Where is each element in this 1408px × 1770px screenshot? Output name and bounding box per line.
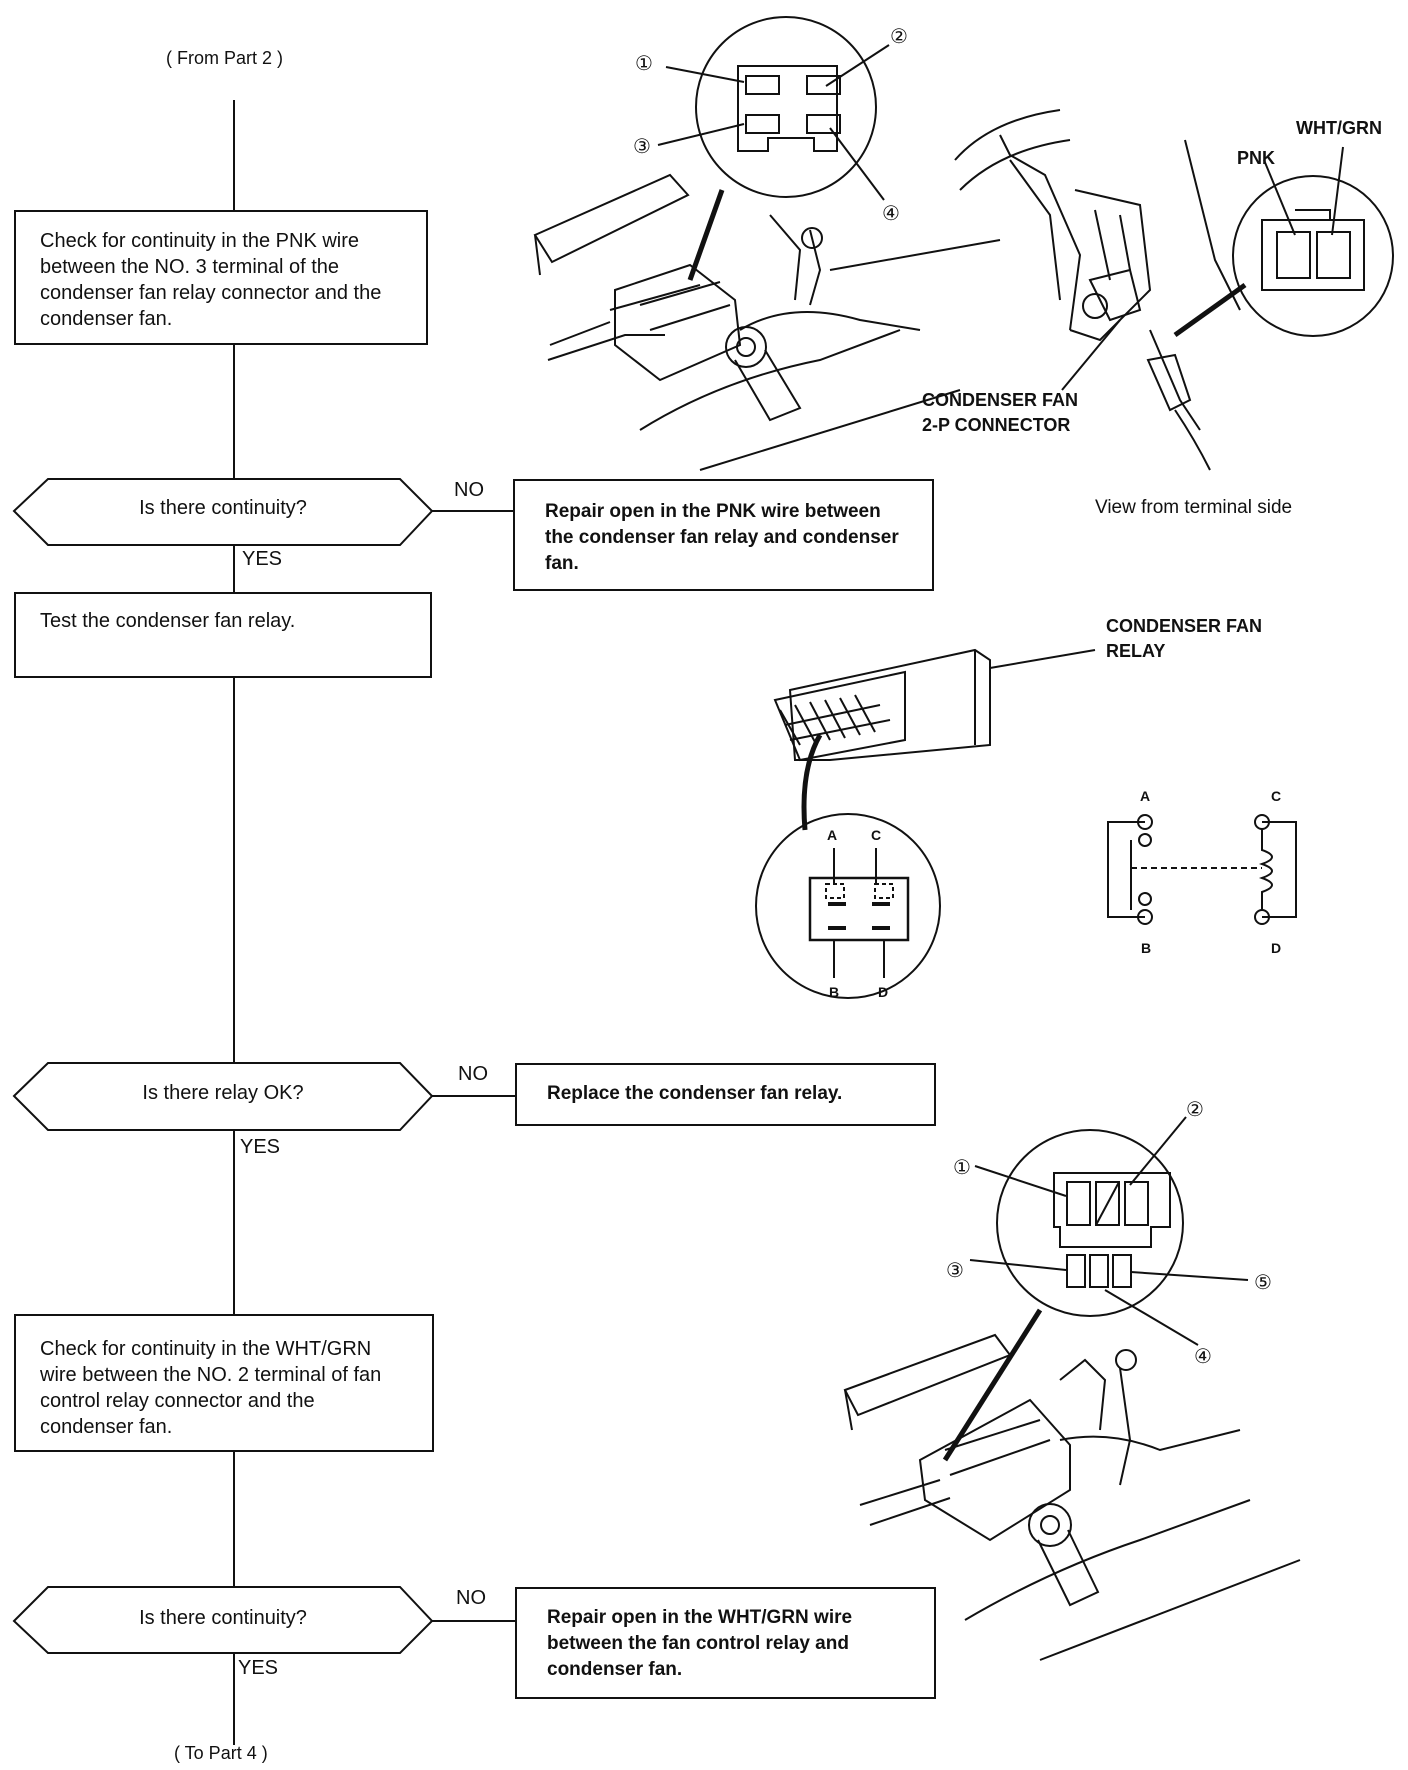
relay-terminal-c-label: C [871,827,882,843]
no-label-2: NO [458,1063,488,1085]
relay-terminal-a-label: A [827,827,838,843]
step-check-pnk-continuity: Check for continuity in the PNK wire bet… [14,210,428,345]
yes-label-1: YES [242,548,283,570]
condenser-fan-connector-label-1: CONDENSER FAN [922,390,1079,410]
yes-label-3: YES [238,1657,279,1679]
view-from-terminal-side: View from terminal side [1095,497,1293,518]
fig1-terminal-2-label: ② [890,26,908,48]
schematic-terminal-c-label: C [1271,788,1282,804]
fig4-terminal-3-label: ③ [946,1260,964,1282]
no-label-1: NO [454,479,484,501]
flow-connectors [233,100,515,1745]
no-label-3: NO [456,1587,486,1609]
yes-label-2: YES [240,1136,281,1158]
fig4-terminal-4-label: ④ [1194,1346,1212,1368]
fig1-terminal-1-label: ① [635,53,653,75]
step-test-relay: Test the condenser fan relay. [14,592,432,678]
result-repair-whtgrn: Repair open in the WHT/GRN wire between … [515,1587,936,1699]
condenser-fan-relay-label-2: RELAY [1106,641,1166,661]
figure-condenser-fan-relay [755,648,1297,999]
whtgrn-wire-label: WHT/GRN [1296,118,1382,138]
schematic-terminal-a-label: A [1140,788,1151,804]
figure-fan-control-connector [843,1116,1301,1661]
pnk-wire-label: PNK [1237,148,1276,168]
figure-condenser-fan-connector [954,109,1394,471]
result-repair-pnk: Repair open in the PNK wire between the … [513,479,934,591]
condenser-fan-connector-label-2: 2-P CONNECTOR [922,415,1071,435]
relay-terminal-b-label: B [829,984,840,1000]
to-part-label: ( To Part 4 ) [174,1743,268,1763]
fig4-terminal-2-label: ② [1186,1099,1204,1121]
fig1-terminal-3-label: ③ [633,136,651,158]
condenser-fan-relay-label-1: CONDENSER FAN [1106,616,1263,636]
decision-2-shape [12,1062,434,1131]
decision-1-shape [12,478,434,546]
fig1-terminal-4-label: ④ [882,203,900,225]
fig4-terminal-5-label: ⑤ [1254,1272,1272,1294]
schematic-terminal-b-label: B [1141,940,1152,956]
figure-relay-connector-top [533,16,1001,471]
question-continuity-1: Is there continuity? [139,497,307,519]
question-continuity-3: Is there continuity? [139,1607,307,1629]
fig4-terminal-1-label: ① [953,1157,971,1179]
schematic-terminal-d-label: D [1271,940,1282,956]
step-check-whtgrn-continuity: Check for continuity in the WHT/GRN wire… [14,1314,434,1452]
question-relay-ok: Is there relay OK? [142,1082,304,1104]
decision-3-shape [12,1586,434,1654]
from-part-label: ( From Part 2 ) [166,48,284,68]
relay-terminal-d-label: D [878,984,889,1000]
result-replace-relay: Replace the condenser fan relay. [515,1063,936,1126]
